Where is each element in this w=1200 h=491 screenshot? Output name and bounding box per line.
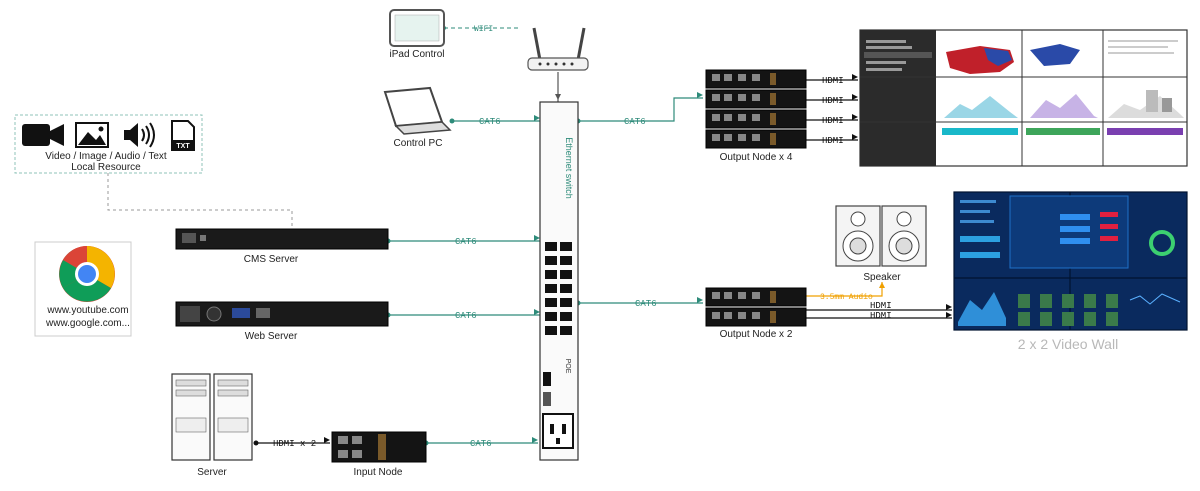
local-resource-box: [14, 114, 203, 174]
ethernet-switch: Ethernet switch POE: [539, 101, 579, 461]
hdmi-label-1: HDMI: [822, 76, 844, 86]
cms-server-label: CMS Server: [244, 254, 299, 265]
wifi-label: WIFI: [474, 25, 493, 34]
input-node-label: Input Node: [354, 467, 403, 478]
dashboard-wall: [859, 29, 1188, 167]
server-label: Server: [197, 467, 227, 478]
speaker-volume-icon: [124, 122, 155, 148]
ipad-label: iPad Control: [389, 49, 444, 60]
cat6-label-input: CAT6: [470, 439, 492, 449]
output-node-4-label: Output Node x 4: [720, 152, 793, 163]
local-resource-line1: Video / Image / Audio / Text: [45, 151, 167, 162]
switch-ports: [545, 242, 572, 335]
web-server-label: Web Server: [245, 331, 298, 342]
output-node-unit: [705, 89, 807, 109]
output-node-4-stack: [705, 69, 807, 149]
local-resource-link: [107, 173, 293, 228]
output-node-unit: [705, 287, 807, 307]
video-wall-caption: 2 x 2 Video Wall: [1018, 336, 1118, 352]
cat6-label-web: CAT6: [455, 311, 477, 321]
cms-server-unit: [175, 228, 389, 250]
output-node-2-stack: [705, 287, 807, 327]
video-wall-screen: [953, 191, 1188, 331]
wifi-router-icon: [527, 27, 589, 71]
control-pc-label: Control PC: [394, 138, 443, 149]
speaker-icon: [835, 205, 927, 267]
image-icon: [75, 122, 109, 148]
output-node-unit: [705, 129, 807, 149]
output-node-unit: [705, 69, 807, 89]
web-resource-box: [34, 241, 132, 337]
chrome-browser-icon: [59, 246, 115, 302]
cat6-output4: [578, 97, 703, 122]
cat6-label-output2: CAT6: [635, 299, 657, 309]
cat6-label-controlpc: CAT6: [479, 117, 501, 127]
video-camera-icon: [22, 124, 64, 146]
laptop-icon: [383, 86, 452, 135]
hdmi-label-5: HDMI: [870, 301, 892, 311]
hdmi-label-3: HDMI: [822, 116, 844, 126]
audio-label: 3.5mm Audio: [820, 293, 873, 302]
speaker-label: Speaker: [863, 272, 901, 283]
output-node-2-label: Output Node x 2: [720, 329, 793, 340]
power-socket-icon: [542, 413, 574, 449]
text-file-icon: TXT: [171, 120, 195, 151]
txt-icon-label: TXT: [176, 143, 190, 150]
cat6-label-output4: CAT6: [624, 117, 646, 127]
switch-slot-1: [543, 372, 551, 386]
web-server-unit: [175, 301, 389, 327]
web-line2: www.google.com...: [45, 318, 130, 329]
hdmi-labels: HDMI x 2 HDMI HDMI HDMI HDMI HDMI HDMI 3…: [273, 76, 892, 449]
output-node-unit: [705, 109, 807, 129]
line-labels: WIFI CAT6 CAT6 CAT6 CAT6 CAT6 CAT6: [455, 25, 657, 449]
output-node-unit: [705, 307, 807, 327]
web-line1: www.youtube.com: [46, 305, 128, 316]
switch-slot-2: [543, 392, 551, 406]
poe-label: POE: [564, 359, 571, 374]
local-resource-line2: Local Resource: [71, 162, 141, 173]
hdmi-x2-label: HDMI x 2: [273, 439, 316, 449]
server-tower-icon: [171, 373, 253, 461]
hdmi-label-2: HDMI: [822, 96, 844, 106]
hdmi-label-6: HDMI: [870, 311, 892, 321]
input-node-unit: [331, 431, 427, 463]
tablet-icon: [389, 9, 445, 47]
cat6-label-cms: CAT6: [455, 237, 477, 247]
hdmi-label-4: HDMI: [822, 136, 844, 146]
switch-title: Ethernet switch: [564, 137, 574, 199]
